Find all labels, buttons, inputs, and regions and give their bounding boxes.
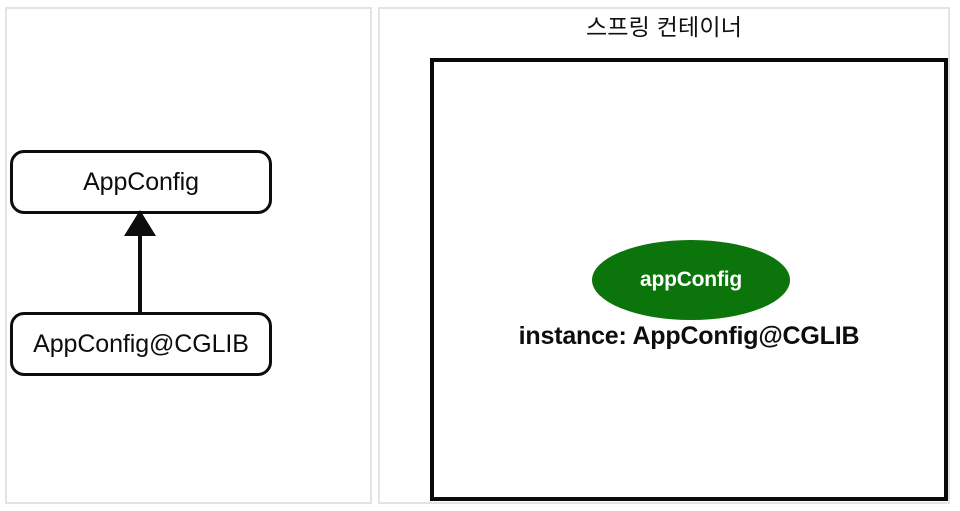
class-box-appconfig-label: AppConfig bbox=[83, 167, 199, 196]
bean-ellipse-label: appConfig bbox=[639, 268, 742, 291]
class-hierarchy-panel bbox=[5, 7, 372, 504]
bean-ellipse-appconfig: appConfig bbox=[592, 240, 790, 320]
class-box-appconfig-cglib-label: AppConfig@CGLIB bbox=[33, 329, 249, 358]
class-box-appconfig: AppConfig bbox=[10, 150, 272, 214]
class-box-appconfig-cglib: AppConfig@CGLIB bbox=[10, 312, 272, 376]
bean-instance-label: instance: AppConfig@CGLIB bbox=[518, 322, 860, 350]
spring-container-title: 스프링 컨테이너 bbox=[585, 14, 743, 40]
inheritance-arrow-icon bbox=[124, 210, 156, 314]
